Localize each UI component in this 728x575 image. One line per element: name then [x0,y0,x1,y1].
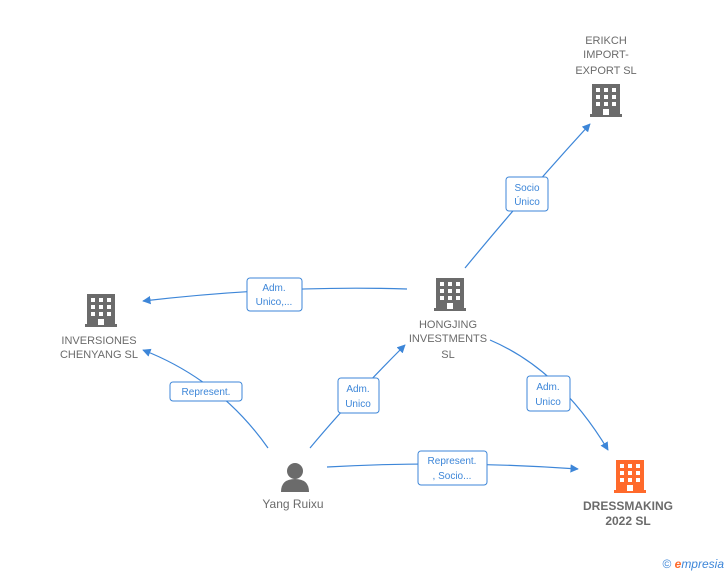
svg-text:INVERSIONES: INVERSIONES [61,335,136,347]
node-dressmaking-2022[interactable]: DRESSMAKING 2022 SL [583,460,673,528]
building-icon [590,84,622,117]
svg-text:Unico: Unico [535,397,561,408]
edge-label-represent[interactable]: Represent. [169,381,243,402]
node-inversiones-chenyang[interactable]: INVERSIONES CHENYANG SL [60,294,138,361]
svg-text:INVESTMENTS: INVESTMENTS [409,333,487,345]
node-erikch[interactable]: ERIKCH IMPORT- EXPORT SL [575,35,637,117]
edge-label-socio-unico[interactable]: Socio Único [505,176,549,212]
edge-label-represent-socio[interactable]: Represent. , Socio... [417,450,488,486]
svg-text:Yang Ruixu: Yang Ruixu [262,497,323,511]
svg-text:Adm.: Adm. [346,384,369,395]
svg-text:CHENYANG SL: CHENYANG SL [60,349,138,361]
svg-text:Adm.: Adm. [262,283,285,294]
svg-text:ERIKCH: ERIKCH [585,35,627,47]
building-icon [85,294,117,327]
person-icon [281,463,309,492]
svg-text:, Socio...: , Socio... [433,471,472,482]
node-hongjing-investments[interactable]: HONGJING INVESTMENTS SL [409,278,487,361]
copyright-symbol: © [662,557,672,571]
svg-text:Represent.: Represent. [182,387,231,398]
empresia-logo: empresia [674,557,724,571]
svg-text:Único: Único [514,195,540,208]
building-icon [434,278,466,311]
node-yang-ruixu[interactable]: Yang Ruixu [262,463,324,511]
svg-text:2022 SL: 2022 SL [605,514,650,528]
footer-brand: © empresia [662,557,724,571]
svg-text:IMPORT-: IMPORT- [583,49,629,61]
edge-label-adm-unico-dressmaking[interactable]: Adm. Unico [526,375,571,412]
svg-text:Socio: Socio [514,183,539,194]
edge-label-adm-unico-hongjing[interactable]: Adm. Unico [337,377,380,414]
svg-text:Represent.: Represent. [428,456,477,467]
svg-text:EXPORT SL: EXPORT SL [575,65,636,77]
edge-label-adm-unico-truncated[interactable]: Adm. Unico,... [246,277,303,312]
building-icon [614,460,646,493]
svg-text:Unico,...: Unico,... [256,297,293,308]
svg-text:Adm.: Adm. [536,382,559,393]
svg-text:Unico: Unico [345,399,371,410]
svg-text:DRESSMAKING: DRESSMAKING [583,499,673,513]
svg-text:HONGJING: HONGJING [419,319,477,331]
svg-text:SL: SL [441,349,454,361]
